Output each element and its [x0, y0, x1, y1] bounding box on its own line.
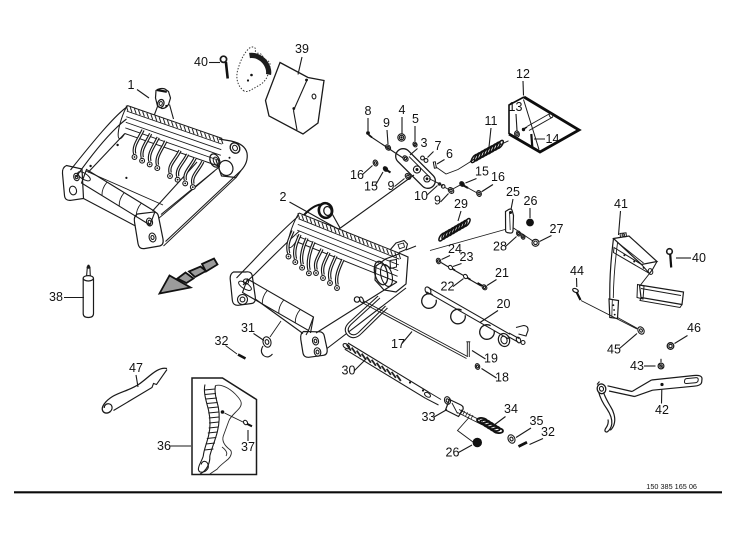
svg-text:37: 37	[241, 440, 255, 454]
svg-text:38: 38	[49, 290, 63, 304]
svg-text:150 385 165 06: 150 385 165 06	[646, 482, 697, 491]
svg-text:46: 46	[687, 321, 701, 335]
svg-text:8: 8	[365, 104, 372, 118]
svg-text:9: 9	[383, 116, 390, 130]
svg-text:25: 25	[506, 185, 520, 199]
svg-text:5: 5	[412, 112, 419, 126]
svg-text:22: 22	[441, 280, 455, 294]
svg-text:2: 2	[280, 190, 287, 204]
svg-text:20: 20	[497, 297, 511, 311]
svg-text:24: 24	[448, 242, 462, 256]
svg-text:32: 32	[215, 334, 229, 348]
svg-text:28: 28	[493, 240, 507, 254]
svg-text:40: 40	[692, 251, 706, 265]
svg-text:23: 23	[460, 250, 474, 264]
svg-text:41: 41	[614, 197, 628, 211]
svg-text:30: 30	[342, 364, 356, 378]
svg-text:39: 39	[295, 42, 309, 56]
svg-text:15: 15	[475, 165, 489, 179]
svg-text:34: 34	[504, 402, 518, 416]
svg-text:16: 16	[350, 168, 364, 182]
svg-text:21: 21	[495, 266, 509, 280]
svg-text:3: 3	[421, 136, 428, 150]
svg-text:19: 19	[484, 352, 498, 366]
svg-text:9: 9	[388, 179, 395, 193]
svg-text:26: 26	[446, 446, 460, 460]
svg-text:18: 18	[495, 371, 509, 385]
svg-text:6: 6	[446, 147, 453, 161]
svg-text:1: 1	[128, 78, 135, 92]
svg-text:32: 32	[541, 425, 555, 439]
svg-text:45: 45	[607, 343, 621, 357]
svg-text:42: 42	[655, 403, 669, 417]
svg-text:16: 16	[491, 170, 505, 184]
svg-text:43: 43	[630, 359, 644, 373]
svg-text:31: 31	[241, 321, 255, 335]
svg-text:27: 27	[550, 222, 564, 236]
svg-text:47: 47	[129, 361, 143, 375]
svg-text:14: 14	[546, 132, 560, 146]
svg-text:40: 40	[194, 55, 208, 69]
svg-text:44: 44	[570, 264, 584, 278]
svg-text:7: 7	[435, 139, 442, 153]
svg-text:36: 36	[157, 439, 171, 453]
svg-text:29: 29	[454, 197, 468, 211]
svg-text:4: 4	[399, 103, 406, 117]
svg-text:17: 17	[391, 337, 405, 351]
svg-text:35: 35	[530, 414, 544, 428]
svg-text:13: 13	[509, 100, 523, 114]
svg-text:26: 26	[524, 194, 538, 208]
svg-text:11: 11	[485, 114, 498, 128]
svg-text:12: 12	[516, 67, 530, 81]
svg-text:33: 33	[422, 410, 436, 424]
svg-text:10: 10	[414, 189, 428, 203]
svg-text:15: 15	[364, 180, 378, 194]
svg-text:9: 9	[434, 194, 441, 208]
